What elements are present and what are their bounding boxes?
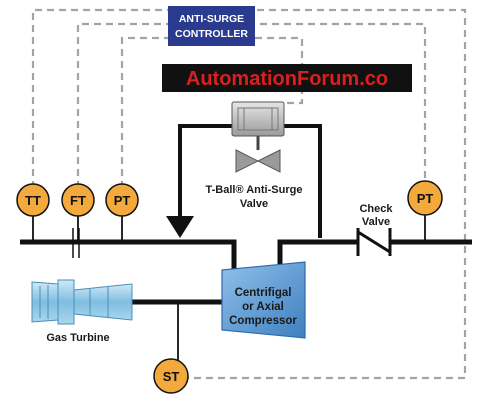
valve-label-line2: Valve bbox=[240, 198, 268, 210]
check-valve: Check Valve bbox=[356, 203, 393, 256]
compressor: Centrifigal or Axial Compressor bbox=[221, 261, 306, 339]
signal-line-ft bbox=[76, 22, 168, 188]
controller-box bbox=[168, 6, 255, 46]
valve-body bbox=[235, 149, 260, 173]
signal-line-pt-discharge bbox=[255, 22, 427, 178]
turbine-body bbox=[31, 281, 59, 323]
pt-suction-label: PT bbox=[114, 193, 131, 208]
instrument-pt-discharge: PT bbox=[407, 180, 443, 216]
instrument-st: ST bbox=[153, 358, 189, 394]
check-valve-label-line2: Valve bbox=[362, 216, 390, 228]
signal-lines bbox=[31, 8, 467, 380]
signal-line-tt bbox=[31, 8, 168, 188]
watermark-text: AutomationForum.co bbox=[186, 68, 388, 90]
pt-discharge-label: PT bbox=[417, 191, 434, 206]
signal-line-pt-suction bbox=[120, 36, 168, 188]
gas-turbine: Gas Turbine bbox=[31, 279, 133, 344]
recycle-arrow-head bbox=[166, 216, 194, 238]
watermark-bg bbox=[162, 64, 412, 92]
process-lines bbox=[20, 239, 472, 305]
valve-label-line1: T-Ball® Anti-Surge bbox=[206, 184, 303, 196]
anti-surge-valve: T-Ball® Anti-Surge Valve bbox=[206, 101, 303, 210]
instrument-ft: FT bbox=[61, 183, 95, 217]
valve-actuator bbox=[231, 101, 285, 137]
st-label: ST bbox=[163, 369, 180, 384]
watermark-banner: AutomationForum.co bbox=[162, 64, 412, 92]
controller-line1: ANTI-SURGE bbox=[179, 13, 244, 25]
discharge-line bbox=[277, 239, 358, 272]
tt-label: TT bbox=[25, 193, 41, 208]
check-valve-label-line1: Check bbox=[359, 203, 393, 215]
recycle-line bbox=[178, 124, 322, 238]
instrument-tt: TT bbox=[16, 183, 50, 217]
compressor-line3: Compressor bbox=[229, 315, 297, 327]
anti-surge-controller: ANTI-SURGE CONTROLLER bbox=[168, 6, 255, 46]
compressor-line2: or Axial bbox=[242, 301, 284, 313]
suction-line bbox=[20, 239, 237, 272]
gas-turbine-label: Gas Turbine bbox=[46, 332, 109, 344]
signal-line-valve bbox=[255, 36, 304, 105]
ft-label: FT bbox=[70, 193, 86, 208]
instrument-stems bbox=[32, 215, 426, 360]
controller-line2: CONTROLLER bbox=[175, 28, 248, 40]
compressor-line1: Centrifigal bbox=[235, 287, 292, 299]
compressor-body bbox=[221, 261, 306, 339]
instrument-pt-suction: PT bbox=[105, 183, 139, 217]
signal-line-st bbox=[182, 8, 467, 380]
